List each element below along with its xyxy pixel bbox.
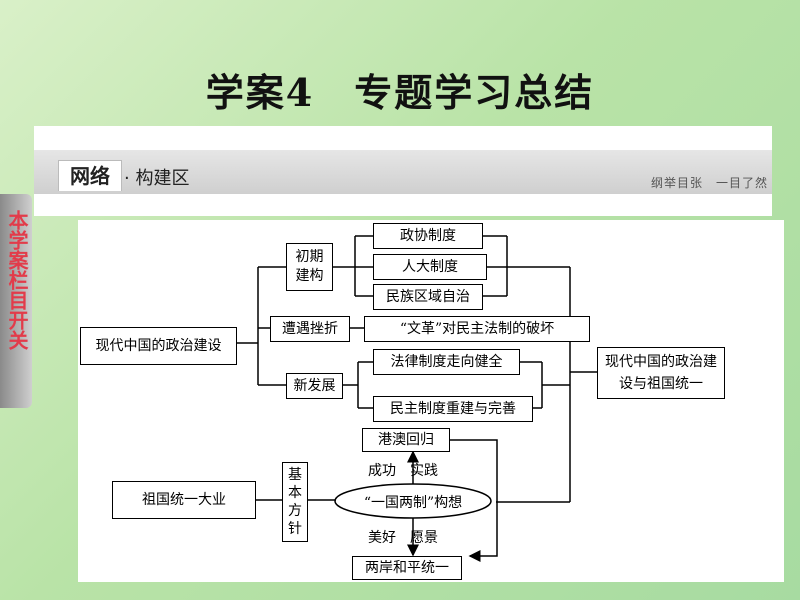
sidebar-toggle-label[interactable]: 本学案栏目开关 (5, 210, 29, 350)
node-democracy: 民主制度重建与完善 (373, 396, 533, 422)
node-cultural-revolution: “文革”对民主法制的破坏 (364, 316, 590, 342)
header-subtitle: · 构建区 (124, 168, 190, 189)
header-motto: 纲举目张 一目了然 (650, 176, 768, 190)
label-hope: 美好 愿景 (368, 530, 438, 546)
node-initial: 初期建构 (286, 243, 333, 291)
node-policy: 基本方针 (282, 462, 308, 542)
node-npc: 人大制度 (373, 254, 487, 280)
node-cross-strait: 两岸和平统一 (352, 556, 462, 580)
node-reunification: 祖国统一大业 (112, 481, 256, 519)
node-legal-system: 法律制度走向健全 (373, 349, 520, 375)
node-summary: 现代中国的政治建设与祖国统一 (597, 347, 725, 399)
node-hk-macau: 港澳回归 (362, 428, 450, 452)
header-bar (34, 150, 772, 194)
node-setback: 遭遇挫折 (270, 316, 350, 342)
page-title: 学案4 专题学习总结 (205, 70, 595, 115)
header-tab: 网络 (58, 160, 122, 191)
node-ethnic-autonomy: 民族区域自治 (373, 284, 483, 310)
node-root: 现代中国的政治建设 (80, 327, 237, 365)
label-success: 成功 实践 (368, 463, 438, 479)
node-summary-label: 现代中国的政治建设与祖国统一 (605, 354, 717, 392)
sidebar-toggle[interactable] (0, 194, 32, 408)
node-initial-label: 初期建构 (295, 249, 324, 284)
node-policy-label: 基本方针 (288, 467, 302, 537)
concept-ellipse (334, 483, 492, 519)
node-cppcc: 政协制度 (373, 223, 483, 249)
node-concept: “一国两制”构想 (363, 495, 463, 511)
node-new: 新发展 (286, 373, 343, 399)
arrow-loop (450, 439, 498, 562)
